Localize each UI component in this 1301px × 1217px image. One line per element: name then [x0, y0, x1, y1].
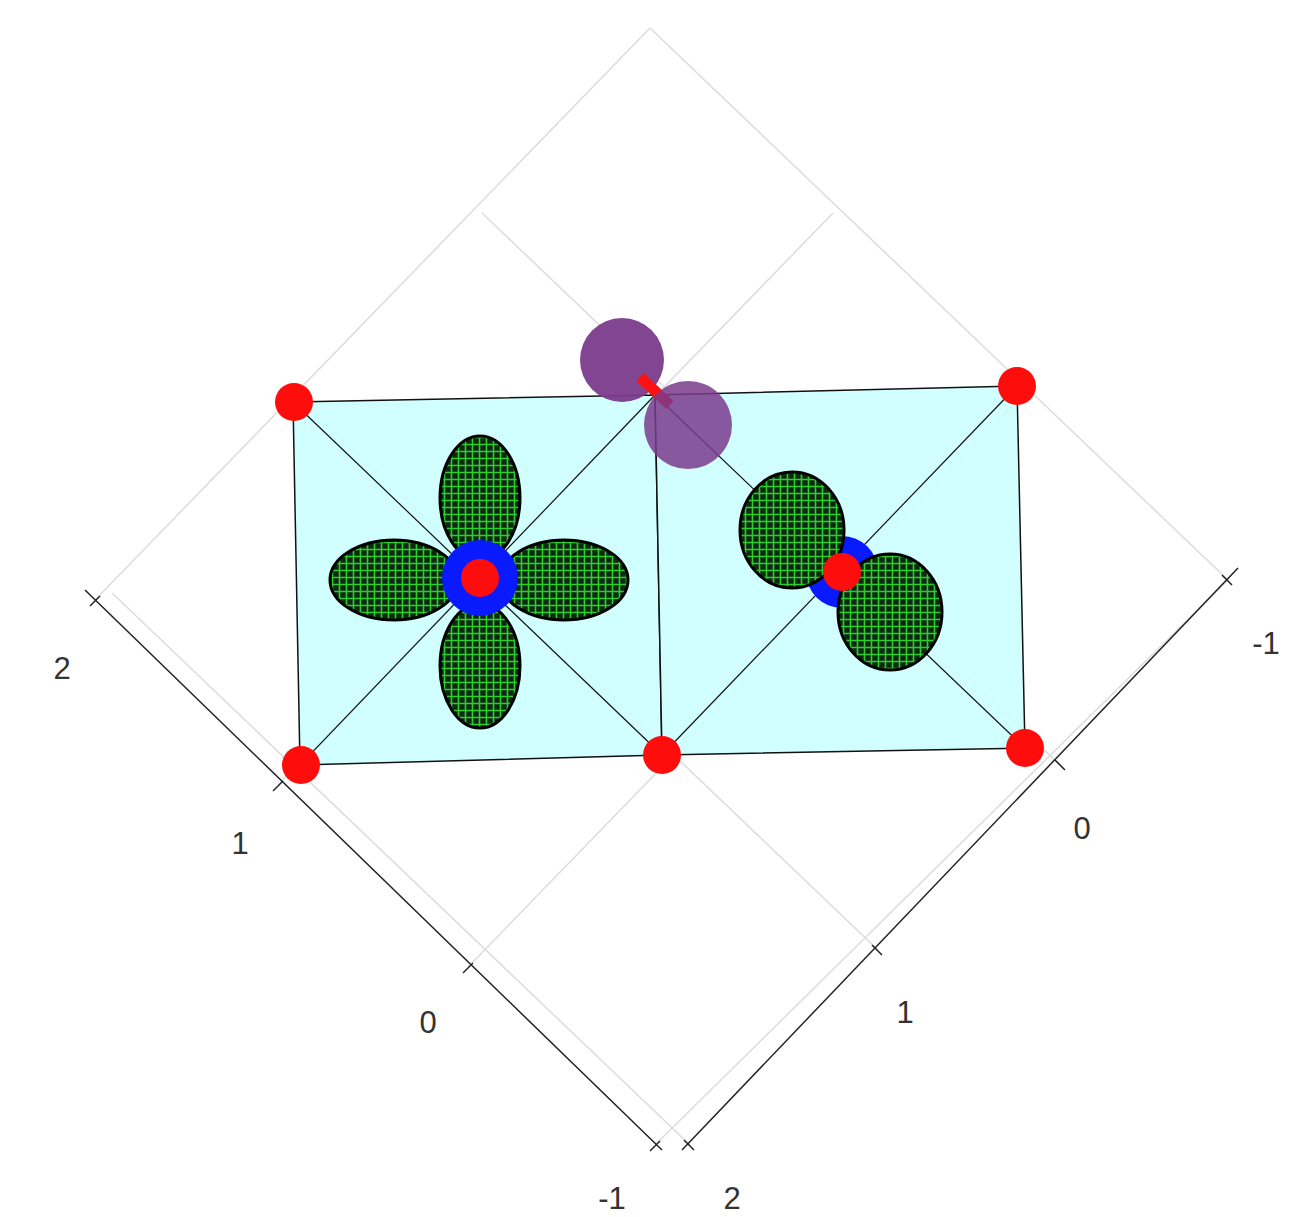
- axis-tick-label: 0: [419, 1007, 436, 1038]
- atoms: [275, 367, 1044, 784]
- d-orbital-left: [330, 436, 628, 728]
- axis-tick-label: -1: [598, 1183, 626, 1214]
- axis-tick-label: 0: [1073, 813, 1090, 844]
- d-orbital-right: [740, 472, 942, 670]
- axis-tick-label: 2: [53, 653, 70, 684]
- axis-tick-label: 1: [896, 997, 913, 1028]
- axis-tick-label: 2: [723, 1183, 740, 1214]
- p-orbital: [580, 318, 732, 469]
- grid-lines: [95, 28, 1228, 1145]
- axis-tick-label: 1: [231, 828, 248, 859]
- axis-tick-label: -1: [1252, 628, 1280, 659]
